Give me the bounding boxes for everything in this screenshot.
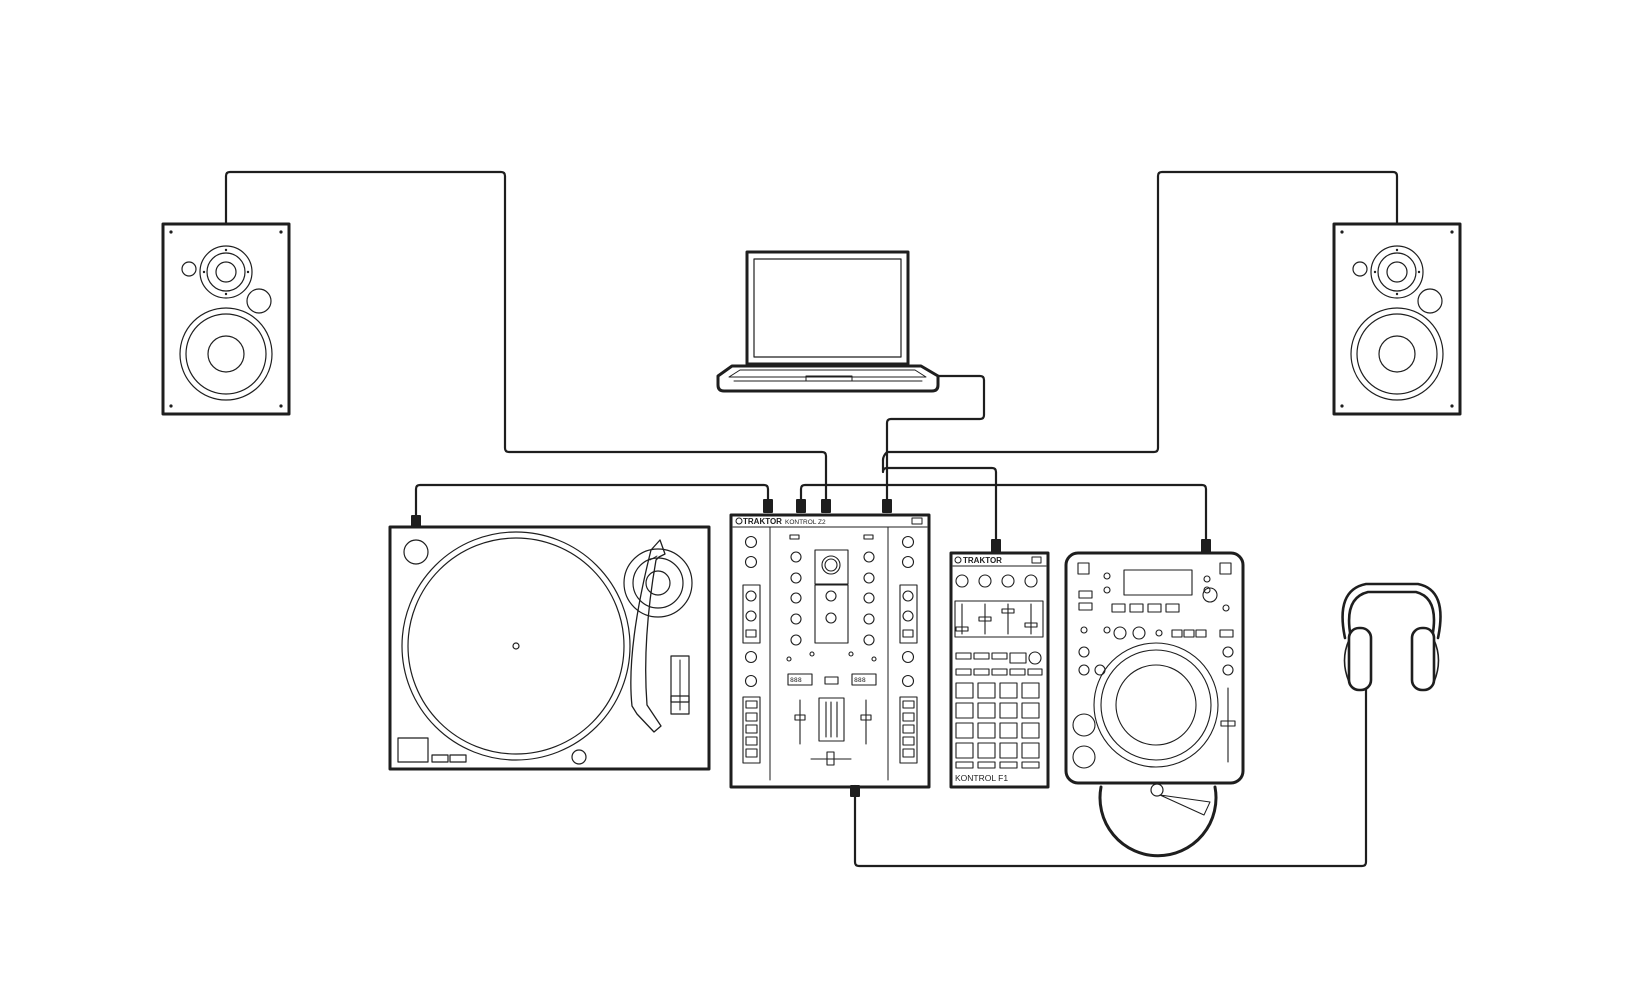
laptop [716, 250, 940, 393]
cable-laptop-usb [885, 374, 986, 514]
speaker-icon [161, 222, 291, 416]
cd-player [1064, 551, 1245, 858]
cd-player-icon [1064, 551, 1245, 858]
cable-left-speaker [224, 170, 828, 514]
headphones [1341, 582, 1442, 692]
laptop-icon [716, 250, 940, 393]
mixer-icon [729, 513, 931, 789]
controller-model-label: KONTROL F1 [955, 773, 1008, 783]
speaker-right [1332, 222, 1462, 416]
headphones-icon [1341, 582, 1442, 692]
mixer-brand-label: TRAKTOR [743, 517, 782, 526]
pad-grid [955, 682, 1040, 769]
controller [949, 551, 1050, 789]
mixer-display-right: 888 [854, 676, 866, 684]
mixer-model-label: KONTROL Z2 [785, 519, 826, 526]
cable-headphones [853, 686, 1368, 868]
cables [224, 170, 1399, 868]
turntable-icon [388, 525, 711, 771]
mixer [729, 513, 931, 789]
cable-controller-usb [881, 458, 998, 554]
cable-plugs [411, 499, 1211, 797]
controller-brand-label: TRAKTOR [963, 556, 1002, 565]
cd-disc [1098, 785, 1218, 858]
cable-cdj [799, 483, 1208, 554]
turntable [388, 525, 711, 771]
mixer-display-left: 888 [790, 676, 802, 684]
speaker-icon [1332, 222, 1462, 416]
speaker-left [161, 222, 291, 416]
cable-turntable [414, 483, 770, 529]
controller-icon [949, 551, 1050, 789]
ni-logo-icon [735, 517, 743, 525]
ni-logo-icon [954, 556, 962, 564]
brand-logo-icons [735, 517, 962, 564]
cable-right-speaker [881, 170, 1399, 462]
